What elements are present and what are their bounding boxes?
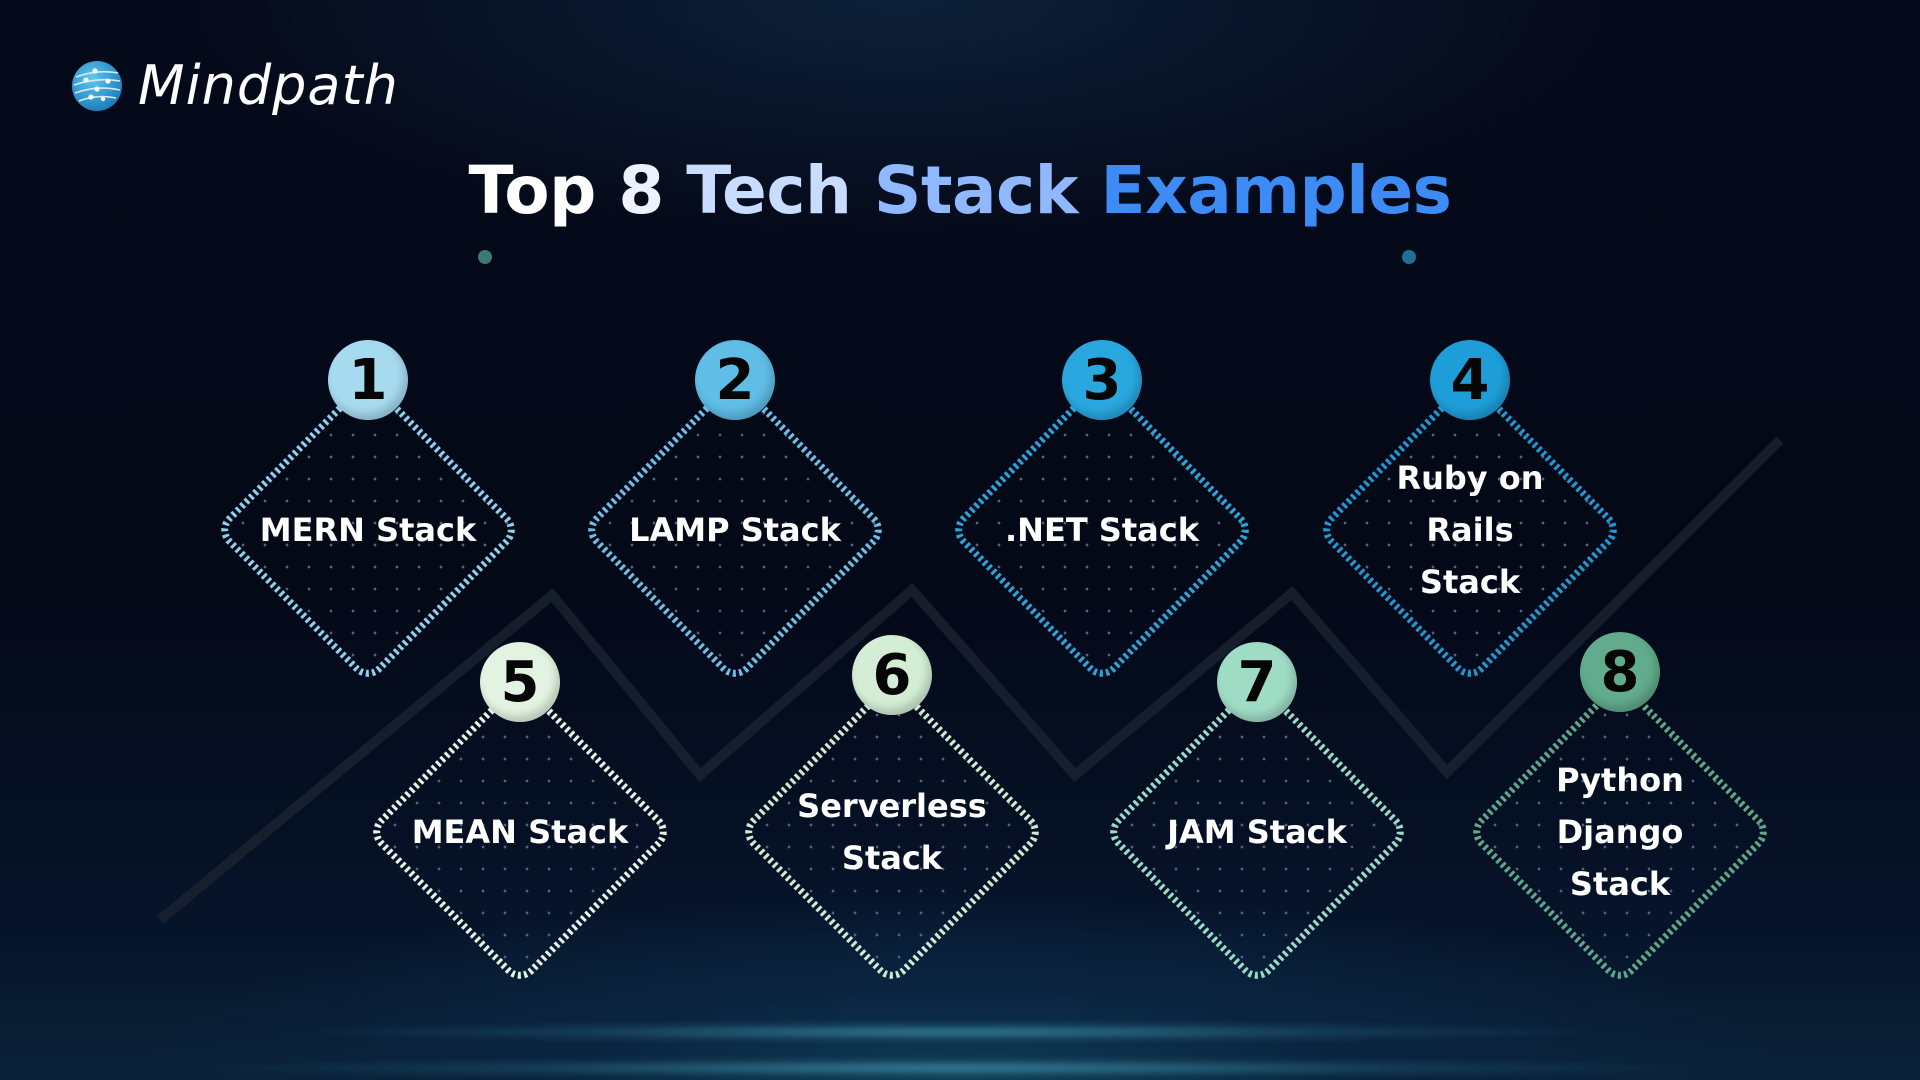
floor-glow-upper: [300, 1022, 1600, 1042]
title-word: Tech: [686, 152, 852, 229]
title-word: 8: [618, 152, 664, 229]
stack-card-7: 7 JAM Stack: [1107, 642, 1407, 982]
stack-card-4: 4 Ruby on Rails Stack: [1320, 340, 1620, 680]
stack-name: Ruby on Rails Stack: [1396, 459, 1544, 601]
diamond-frame: [1323, 383, 1617, 677]
number-badge: 7: [1217, 642, 1297, 722]
stack-name: LAMP Stack: [629, 511, 841, 549]
stack-name: .NET Stack: [1005, 511, 1199, 549]
diamond-frame: [1110, 685, 1404, 979]
stack-name: JAM Stack: [1167, 813, 1347, 851]
number-badge: 6: [852, 635, 932, 715]
diamond-frame: [373, 685, 667, 979]
stack-card-1: 1 MERN Stack: [218, 340, 518, 680]
number-badge: 1: [328, 340, 408, 420]
globe-network-icon: [72, 60, 122, 111]
page-title: Top 8 Tech Stack Examples: [469, 158, 1452, 224]
stack-card-2: 2 LAMP Stack: [585, 340, 885, 680]
number-badge: 4: [1430, 340, 1510, 420]
number-badge: 2: [695, 340, 775, 420]
stack-card-6: 6 Serverless Stack: [742, 635, 1042, 982]
diamond-frame: [745, 685, 1039, 979]
diamond-frame: [1473, 685, 1767, 979]
diamond-frame: [955, 383, 1249, 677]
stack-name: MERN Stack: [259, 511, 477, 549]
stack-card-5: 5 MEAN Stack: [370, 642, 670, 982]
number-badge: 5: [480, 642, 560, 722]
title-word: Top: [468, 152, 597, 229]
diamond-frame: [221, 383, 515, 677]
stack-name: MEAN Stack: [411, 813, 629, 851]
stack-name: Serverless Stack: [797, 787, 987, 877]
stack-card-8: 8 Python Django Stack: [1470, 632, 1770, 982]
number-badge: 3: [1062, 340, 1142, 420]
floor-glow-lower: [200, 1058, 1700, 1078]
title-word: Stack: [873, 152, 1079, 229]
title-word: Examples: [1100, 152, 1452, 229]
stack-name: Python Django Stack: [1556, 761, 1684, 903]
title-underline-divider: [478, 250, 1416, 264]
number-badge: 8: [1580, 632, 1660, 712]
stack-card-3: 3 .NET Stack: [952, 340, 1252, 680]
diamond-frame: [588, 383, 882, 677]
brand-logo: Mindpath: [70, 54, 399, 117]
brand-name: Mindpath: [138, 54, 399, 117]
